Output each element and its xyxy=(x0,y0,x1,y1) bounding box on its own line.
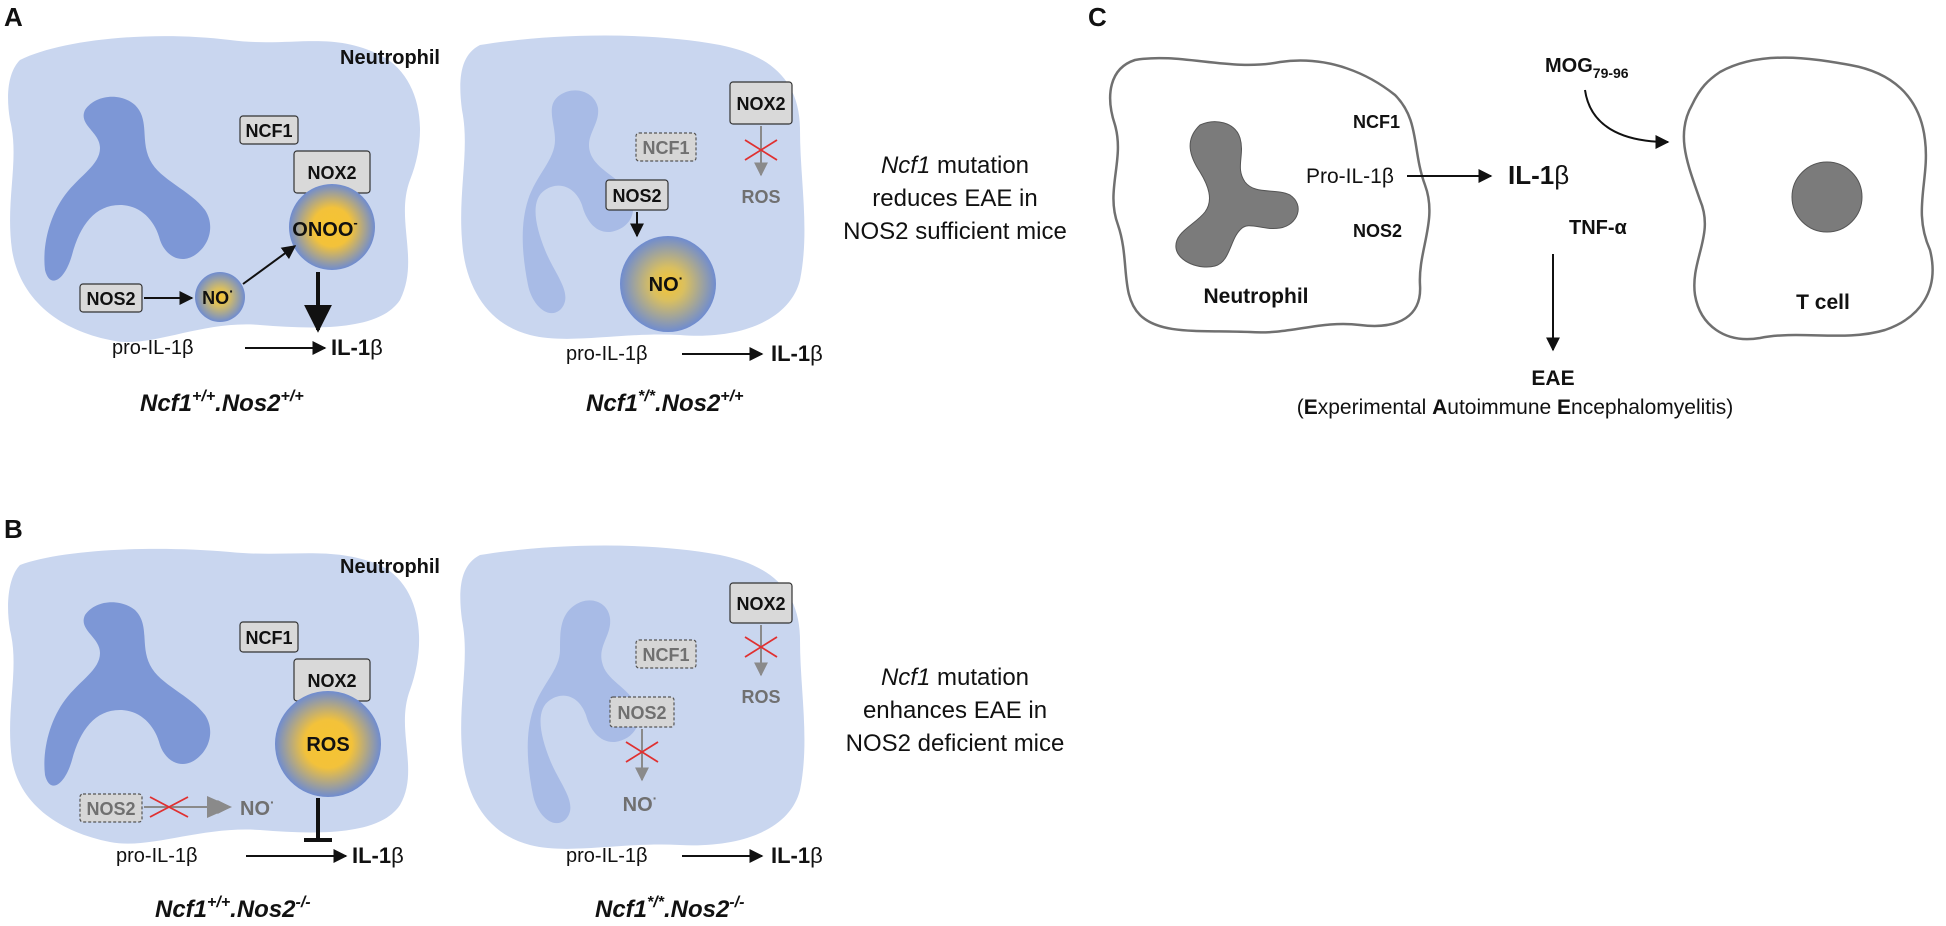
nucleus xyxy=(44,96,211,281)
pro-il1-label: pro-IL-1β xyxy=(566,343,648,365)
genotype-label: Ncf1*/*.Nos2-/- xyxy=(595,894,744,923)
genotype-label: Ncf1+/+.Nos2-/- xyxy=(155,894,311,923)
panel-letter: B xyxy=(4,514,23,544)
neutrophil-nos2-deficient: Neutrophil NCF1 NOX2 ROS NOS2 NO· pro-IL… xyxy=(8,548,440,923)
panel-b-caption: Ncf1 mutation enhances EAE in NOS2 defic… xyxy=(846,664,1065,757)
panel-letter: A xyxy=(4,2,23,32)
cell-name-label: Neutrophil xyxy=(340,556,440,578)
onoo-glow xyxy=(289,184,375,270)
ncf1-label: NCF1 xyxy=(642,138,689,158)
nox2-label: NOX2 xyxy=(307,163,356,183)
no-label: NO· xyxy=(649,270,684,296)
ncf1-label: NCF1 xyxy=(245,628,292,648)
panel-b: B Neutrophil NCF1 NOX2 ROS NOS2 NO· pro-… xyxy=(4,514,1064,923)
tnf-label: TNF-α xyxy=(1569,217,1628,239)
caption-line-3: NOS2 deficient mice xyxy=(846,730,1065,757)
mog-label: MOG79-96 xyxy=(1545,55,1629,81)
pro-il1-label: pro-IL-1β xyxy=(116,845,198,867)
neutrophil-label: Neutrophil xyxy=(1204,285,1309,308)
no-label: NO· xyxy=(623,790,658,816)
no-to-onoo-arrow xyxy=(242,245,297,285)
caption-line-3: NOS2 sufficient mice xyxy=(843,218,1067,245)
nos2-label: NOS2 xyxy=(86,799,135,819)
eae-label: EAE xyxy=(1531,367,1574,390)
tcell-nucleus xyxy=(1791,161,1863,233)
eae-full-name: (Experimental Autoimmune Encephalomyelit… xyxy=(1297,396,1734,419)
nos2-label: NOS2 xyxy=(612,186,661,206)
il1-label: IL-1β xyxy=(352,843,404,868)
ncf1-label: NCF1 xyxy=(1353,112,1400,132)
nox2-label: NOX2 xyxy=(736,594,785,614)
ncf1-box xyxy=(239,115,299,145)
genotype-label: Ncf1+/+.Nos2+/+ xyxy=(140,388,304,417)
nos2-box xyxy=(605,179,669,211)
nos2-label: NOS2 xyxy=(617,703,666,723)
nucleus xyxy=(44,602,211,786)
pro-il1-label: pro-IL-1β xyxy=(112,337,194,359)
panel-c: C Neutrophil NCF1 Pro-IL-1β IL-1β NOS2 T… xyxy=(1088,2,1934,419)
nox2-box xyxy=(729,582,793,624)
no-label: NO· xyxy=(240,794,275,820)
caption-line-1: Ncf1 mutation xyxy=(881,664,1029,691)
neutrophil-double-mutant: NOX2 ROS NCF1 NOS2 NO· pro-IL-1β IL-1β N… xyxy=(460,545,823,923)
ncf1-label: NCF1 xyxy=(245,121,292,141)
ros-label: ROS xyxy=(306,734,349,756)
caption-line-1: Ncf1 mutation xyxy=(881,152,1029,179)
panel-a-caption: Ncf1 mutation reduces EAE in NOS2 suffic… xyxy=(843,152,1067,245)
nos2-label: NOS2 xyxy=(1353,221,1402,241)
pro-il1-label: pro-IL-1β xyxy=(566,845,648,867)
no-glow xyxy=(195,272,245,322)
pro-il1-label: Pro-IL-1β xyxy=(1306,165,1394,188)
panel-letter: C xyxy=(1088,2,1107,32)
il1-label: IL-1β xyxy=(331,335,383,360)
nos2-box xyxy=(79,283,143,313)
il1-label: IL-1β xyxy=(771,843,823,868)
mog-to-tcell-arrow xyxy=(1584,89,1670,149)
neutrophil-ncf1-mutant: NOX2 ROS NCF1 NOS2 NO· pro-IL-1β IL-1β N… xyxy=(460,35,823,417)
tcell-label: T cell xyxy=(1796,291,1850,314)
nos2-label: NOS2 xyxy=(86,289,135,309)
ros-glow xyxy=(275,691,381,797)
nos2-box-deleted xyxy=(79,793,143,823)
inhibit-cross xyxy=(625,741,659,763)
inhibit-cross xyxy=(744,636,778,658)
caption-line-2: reduces EAE in xyxy=(872,185,1037,212)
nos2-box-deleted xyxy=(609,696,675,728)
ros-label: ROS xyxy=(741,687,780,707)
ncf1-label: NCF1 xyxy=(642,645,689,665)
arrowhead xyxy=(207,796,232,818)
ncf1-box-mutant xyxy=(635,132,697,162)
no-label: NO· xyxy=(202,283,234,308)
neutrophil-wildtype: Neutrophil NCF1 NOX2 ONOO- NO· NOS2 pro-… xyxy=(8,36,440,417)
no-glow xyxy=(620,236,716,332)
ros-label: ROS xyxy=(741,187,780,207)
onoo-label: ONOO- xyxy=(292,215,357,241)
cell-name-label: Neutrophil xyxy=(340,47,440,69)
ncf1-box-mutant xyxy=(635,639,697,669)
caption-line-2: enhances EAE in xyxy=(863,697,1047,724)
nox2-box xyxy=(729,81,793,125)
inhibit-cross xyxy=(744,139,778,161)
nox2-label: NOX2 xyxy=(736,94,785,114)
il1-label: IL-1β xyxy=(1508,160,1569,190)
ncf1-box xyxy=(239,621,299,653)
nox2-label: NOX2 xyxy=(307,671,356,691)
il1-label: IL-1β xyxy=(771,341,823,366)
panel-a: A Neutrophil NCF1 NOX2 ONOO- NO· NOS2 pr… xyxy=(4,2,1067,417)
neutrophil-nucleus xyxy=(1175,121,1299,268)
genotype-label: Ncf1*/*.Nos2+/+ xyxy=(586,388,743,417)
inhibit-cross xyxy=(149,796,189,818)
